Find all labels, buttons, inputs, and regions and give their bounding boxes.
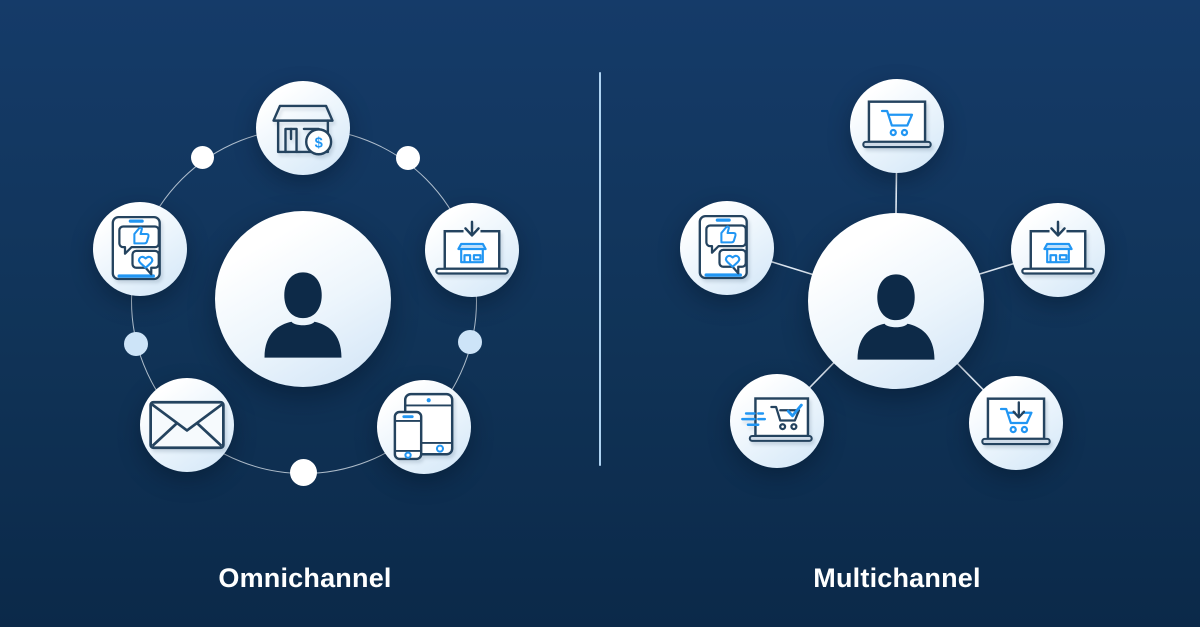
ring-dot	[124, 332, 148, 356]
omnichannel-title: Omnichannel	[218, 563, 392, 593]
channel-social-media	[93, 202, 187, 296]
omnichannel-customer	[215, 211, 391, 387]
mobile-devices-icon	[393, 392, 454, 461]
channel-ecommerce-cart	[850, 79, 944, 173]
channel-email	[140, 378, 234, 472]
ring-dot	[458, 330, 482, 354]
person-silhouette-icon	[857, 274, 935, 360]
laptop-cart-icon	[862, 100, 932, 149]
channel-mobile-devices	[377, 380, 471, 474]
express-cart-icon	[741, 397, 813, 442]
social-media-icon	[698, 214, 748, 280]
envelope-icon	[149, 400, 225, 450]
person-silhouette-icon	[264, 272, 342, 358]
laptop-store-icon	[1021, 220, 1095, 275]
ring-dot	[396, 146, 420, 170]
dollar-sign: $	[315, 135, 323, 151]
ring-dot	[290, 459, 317, 486]
ring-dot	[191, 146, 214, 169]
social-media-icon	[111, 215, 161, 281]
panel-divider	[599, 72, 601, 466]
laptop-store-icon	[435, 220, 509, 275]
store-dollar-icon: $	[272, 104, 334, 156]
multichannel-title: Multichannel	[813, 563, 981, 593]
channel-online-store	[1011, 203, 1105, 297]
channel-add-to-cart	[969, 376, 1063, 470]
channel-social-media	[680, 201, 774, 295]
channel-express-checkout	[730, 374, 824, 468]
channel-physical-store: $	[256, 81, 350, 175]
cart-download-icon	[981, 397, 1051, 446]
channel-online-store	[425, 203, 519, 297]
multichannel-customer	[808, 213, 984, 389]
